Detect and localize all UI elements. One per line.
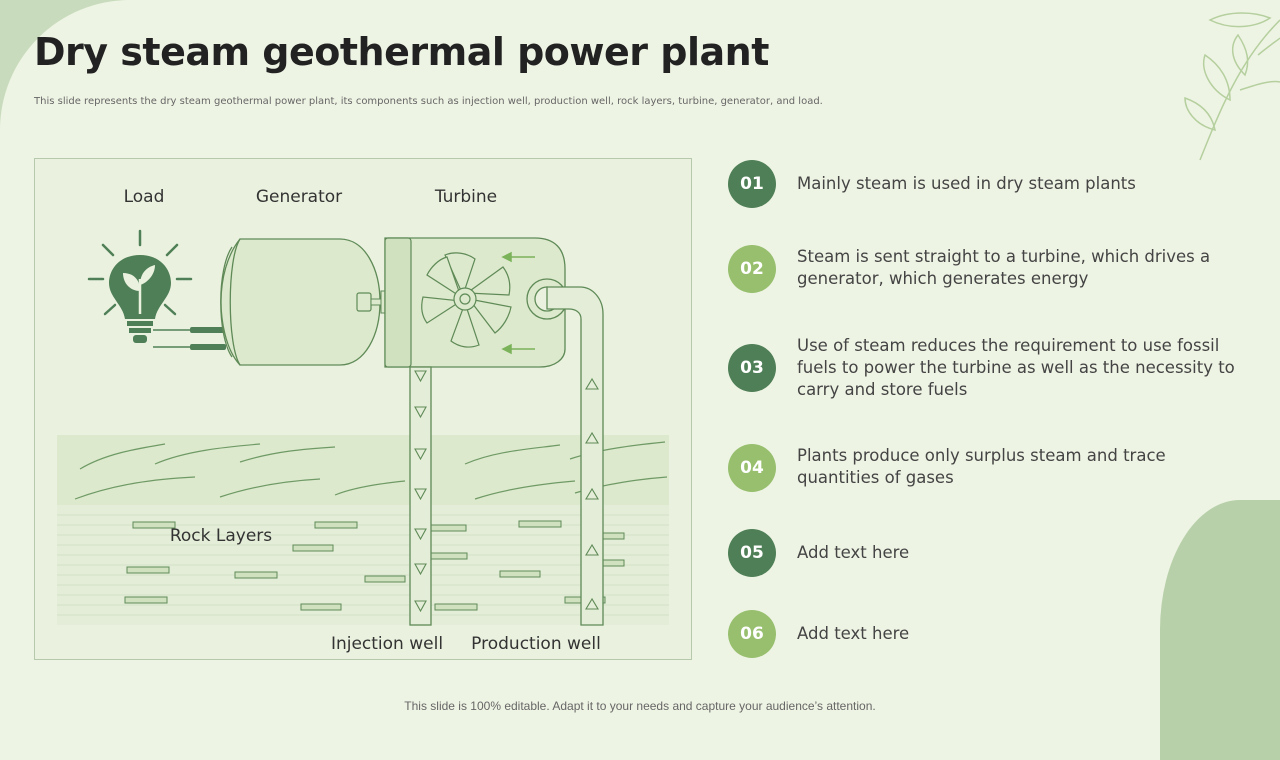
plant-diagram: Load Generator Turbine Rock Layers Injec… bbox=[34, 158, 692, 660]
point-text: Add text here bbox=[797, 543, 910, 562]
production-well-label: Production well bbox=[471, 634, 601, 654]
number-badge: 03 bbox=[728, 344, 776, 392]
soil-layer bbox=[57, 435, 669, 505]
page-title: Dry steam geothermal power plant bbox=[34, 30, 769, 74]
point-text: Add text here bbox=[797, 624, 910, 643]
bulb-wires bbox=[153, 327, 226, 350]
turbine-label: Turbine bbox=[434, 187, 497, 207]
generator-label: Generator bbox=[256, 187, 342, 207]
plant-diagram-drawing: Load Generator Turbine Rock Layers Injec… bbox=[57, 187, 669, 654]
turbine-fan-icon bbox=[421, 252, 512, 348]
page-subtitle: This slide represents the dry steam geot… bbox=[34, 96, 823, 107]
rock-layers-label: Rock Layers bbox=[170, 526, 272, 546]
number-badge: 02 bbox=[728, 245, 776, 293]
steam-arrows bbox=[501, 251, 535, 355]
footer-note: This slide is 100% editable. Adapt it to… bbox=[404, 699, 876, 713]
rock-blocks bbox=[124, 520, 625, 611]
injection-well-pipe bbox=[409, 366, 432, 626]
point-text: Plants produce only surplus steam and tr… bbox=[797, 446, 1166, 487]
turbine-unit bbox=[384, 237, 568, 368]
number-badge: 04 bbox=[728, 444, 776, 492]
injection-well-label: Injection well bbox=[331, 634, 443, 654]
number-badge: 05 bbox=[728, 529, 776, 577]
production-well-pipe bbox=[546, 286, 604, 626]
point-text: Mainly steam is used in dry steam plants bbox=[797, 174, 1136, 193]
point-text: Steam is sent straight to a turbine, whi… bbox=[797, 247, 1211, 288]
leaf-decoration-icon bbox=[1184, 12, 1280, 161]
number-badge: 06 bbox=[728, 610, 776, 658]
load-label: Load bbox=[124, 187, 165, 207]
light-bulb-icon bbox=[87, 229, 193, 343]
number-badge: 01 bbox=[728, 160, 776, 208]
point-text: Use of steam reduces the requirement to … bbox=[797, 336, 1235, 399]
corner-decoration-bottom bbox=[1160, 500, 1280, 760]
